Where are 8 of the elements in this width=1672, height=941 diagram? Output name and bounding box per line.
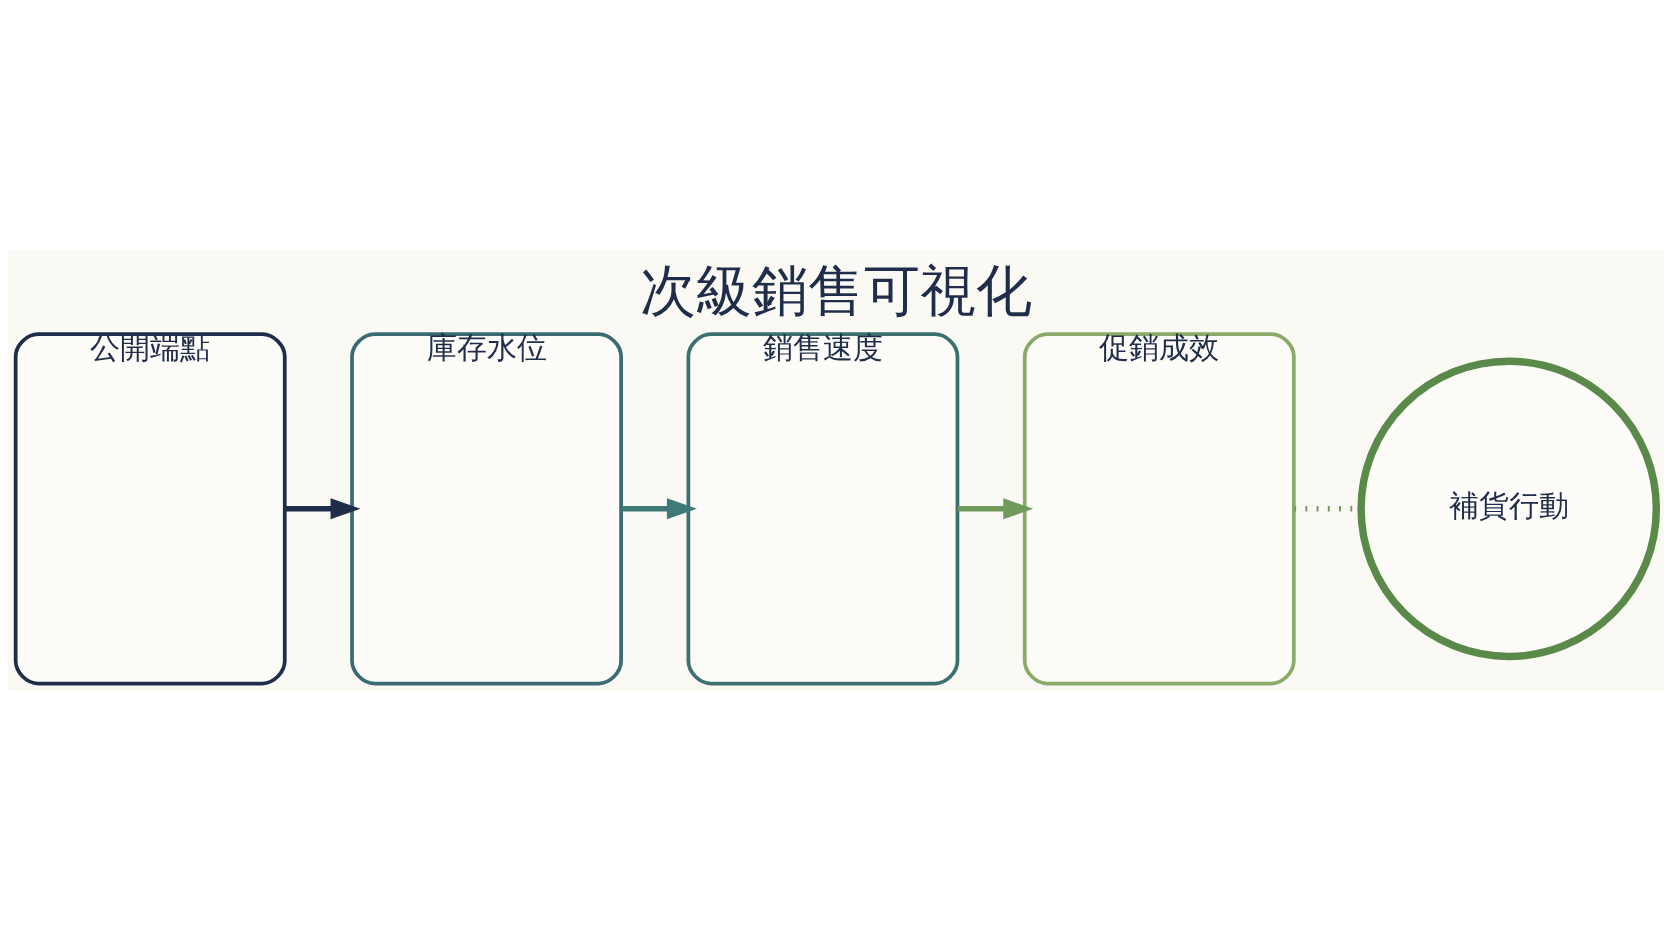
node-box: 庫存水位	[350, 332, 623, 686]
arrow	[284, 498, 361, 520]
arrow	[957, 498, 1034, 520]
node-box: 銷售速度	[686, 332, 960, 686]
diagram-title: 次級銷售可視化	[640, 257, 1032, 323]
node-circle: 補貨行動	[1357, 357, 1661, 661]
node-box: 促銷成效	[1022, 332, 1296, 686]
arrow	[621, 498, 697, 520]
